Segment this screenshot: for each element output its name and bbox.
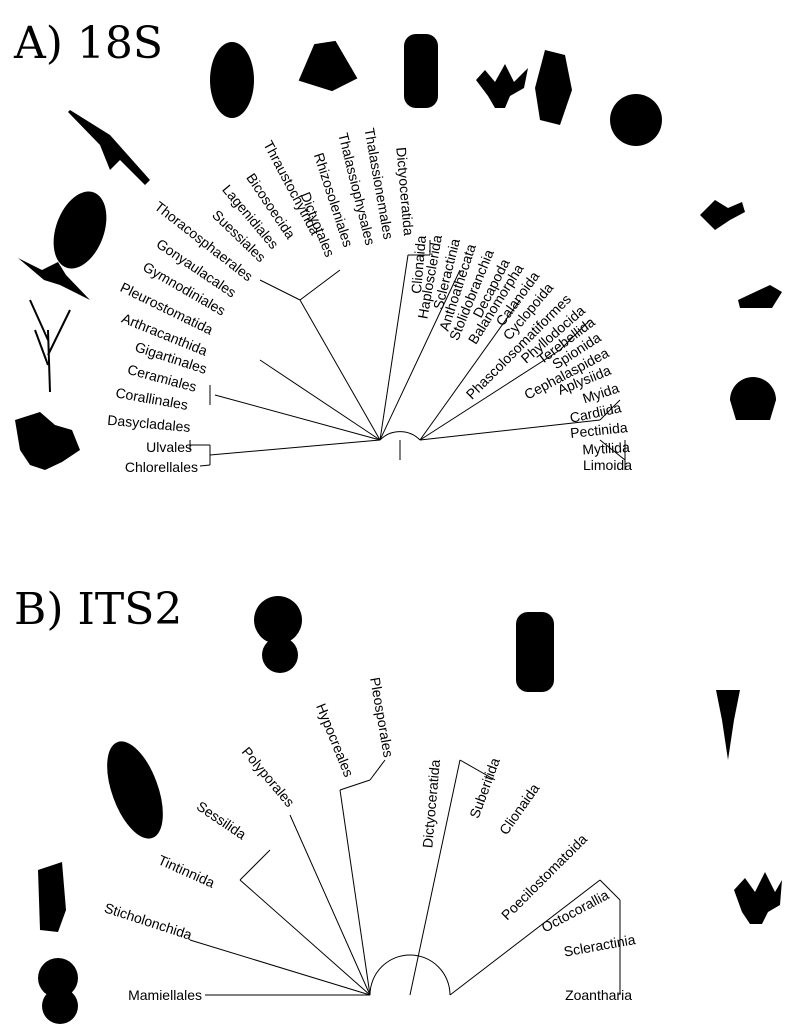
sticholonchid-silhouette-icon bbox=[38, 862, 66, 932]
tip-a-dasycladales: Dasycladales bbox=[107, 412, 191, 435]
ciliate-silhouette-icon bbox=[44, 184, 116, 276]
tip-b-dictyoceratida: Dictyoceratida bbox=[419, 759, 443, 849]
scallop-silhouette-icon bbox=[730, 377, 776, 420]
fungus-spore-upper-icon bbox=[254, 596, 302, 644]
tip-a-mytilida: Mytilida bbox=[582, 439, 630, 457]
tip-a-dictyoceratida: Dictyoceratida bbox=[393, 147, 417, 237]
diatom-silhouette-icon bbox=[300, 42, 356, 90]
tip-b-zoantharia: Zoantharia bbox=[565, 987, 632, 1003]
radiolarian-silhouette-icon bbox=[68, 110, 150, 185]
tip-b-sessilida: Sessilida bbox=[194, 798, 250, 843]
ciliate-b-silhouette-icon bbox=[97, 735, 173, 844]
tip-b-clionaida: Clionaida bbox=[496, 780, 543, 837]
silhouettes-b bbox=[38, 596, 782, 1024]
polychaete-silhouette-icon bbox=[700, 200, 745, 230]
mamiellales-lower-icon bbox=[42, 988, 78, 1024]
panel-a-label: A) 18S bbox=[13, 18, 163, 69]
thraustochytrid-silhouette-icon bbox=[210, 42, 254, 118]
green-alga-silhouette-icon bbox=[15, 412, 80, 470]
red-alga-silhouette-icon bbox=[30, 300, 70, 392]
sponge-b-silhouette-icon bbox=[516, 612, 554, 692]
tip-b-polyporales: Polyporales bbox=[239, 744, 298, 810]
tip-b-octocorallia: Octocorallia bbox=[539, 886, 612, 935]
tree-b-branches bbox=[190, 760, 620, 995]
tip-b-tintinnida: Tintinnida bbox=[156, 852, 218, 891]
tip-b-scleractinia: Scleractinia bbox=[562, 931, 636, 959]
tip-b-suberitida: Suberitida bbox=[466, 755, 503, 820]
coral-silhouette-icon bbox=[476, 64, 528, 108]
tip-a-limoida: Limoida bbox=[583, 457, 632, 473]
tree-a-tips: Chlorellales Ulvales Dasycladales Corall… bbox=[107, 127, 632, 475]
panel-b-label: B) ITS2 bbox=[14, 584, 182, 635]
silhouettes-a bbox=[15, 34, 782, 470]
tip-b-sticholonchida: Sticholonchida bbox=[102, 899, 194, 942]
coral-b-silhouette-icon bbox=[734, 872, 782, 924]
tip-b-pleosporales: Pleosporales bbox=[367, 676, 397, 758]
tip-a-chlorellales: Chlorellales bbox=[125, 459, 198, 475]
tip-b-hypocreales: Hypocreales bbox=[313, 701, 357, 779]
copepod-b-silhouette-icon bbox=[716, 690, 740, 760]
fungus-spore-lower-icon bbox=[262, 637, 298, 673]
tunicate-silhouette-icon bbox=[535, 50, 572, 125]
tree-b-tips: Mamiellales Sticholonchida Tintinnida Se… bbox=[102, 676, 636, 1003]
seaslug-silhouette-icon bbox=[738, 285, 782, 308]
tip-b-mamiellales: Mamiellales bbox=[128, 987, 202, 1003]
sponge-silhouette-icon bbox=[404, 34, 438, 108]
copepod-silhouette-icon bbox=[610, 94, 662, 146]
tip-a-ulvales: Ulvales bbox=[146, 439, 192, 455]
